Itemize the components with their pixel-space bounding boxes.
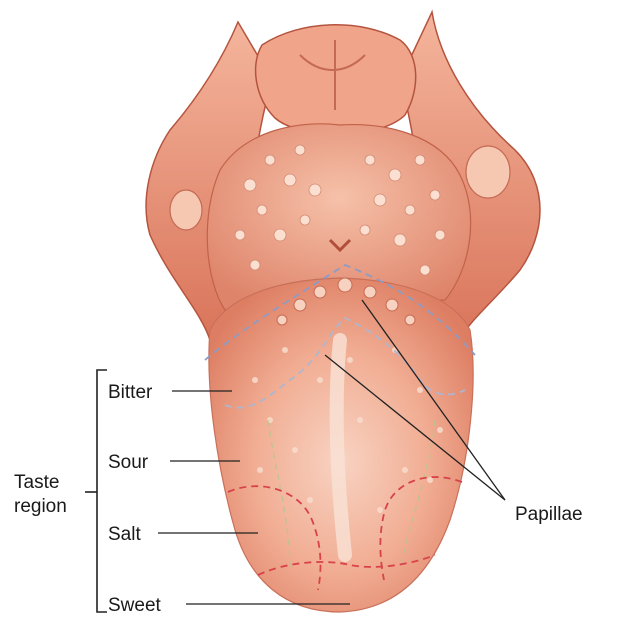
bitter-label: Bitter — [108, 382, 153, 403]
taste-region-label-line1: Taste — [14, 472, 59, 493]
right-tonsil — [466, 146, 510, 198]
sweet-label: Sweet — [108, 595, 162, 616]
taste-region-bracket — [85, 370, 107, 612]
salt-label: Salt — [108, 524, 141, 545]
papillae-label: Papillae — [515, 504, 583, 525]
sour-label: Sour — [108, 452, 149, 473]
left-tonsil — [170, 190, 202, 230]
taste-region-label-line2: region — [14, 496, 67, 517]
median-sulcus — [337, 340, 345, 555]
